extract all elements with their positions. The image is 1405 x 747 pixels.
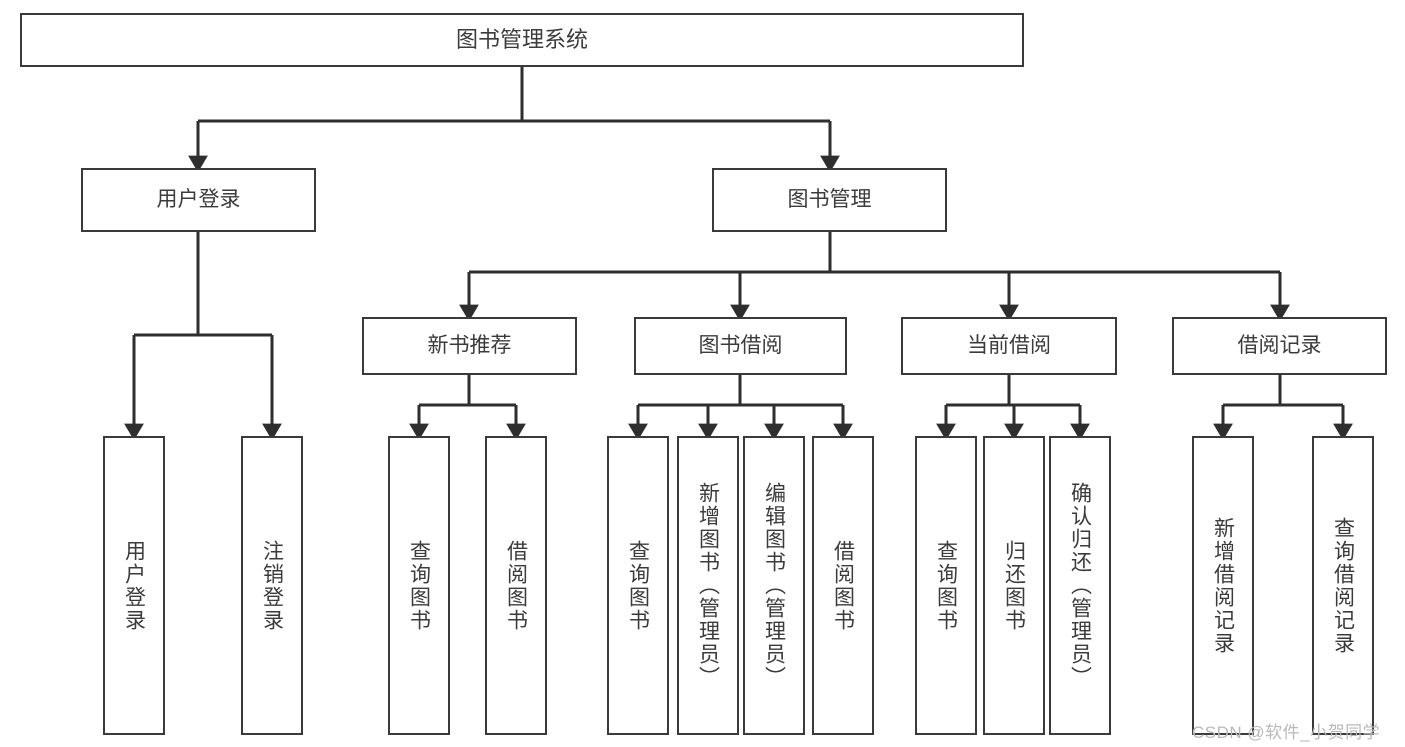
leaf-borrow-record-query[interactable]: 查询借阅记录 (1312, 436, 1374, 735)
node-book-borrow[interactable]: 图书借阅 (634, 317, 847, 375)
node-label: 借阅记录 (1237, 333, 1322, 357)
leaf-book-borrow-add[interactable]: 新增图书（管理员） (677, 436, 739, 735)
node-label: 查询借阅记录 (1331, 516, 1355, 655)
node-label: 查询图书 (626, 539, 650, 632)
leaf-borrow-record-add[interactable]: 新增借阅记录 (1192, 436, 1254, 735)
node-new-book-recommend[interactable]: 新书推荐 (362, 317, 577, 375)
leaf-current-borrow-return[interactable]: 归还图书 (983, 436, 1045, 735)
leaf-user-login-signin[interactable]: 用户登录 (103, 436, 165, 735)
leaf-new-book-borrow[interactable]: 借阅图书 (485, 436, 547, 735)
node-label: 新增借阅记录 (1211, 516, 1235, 655)
node-label: 图书管理系统 (455, 27, 588, 53)
leaf-book-borrow-edit[interactable]: 编辑图书（管理员） (743, 436, 805, 735)
node-book-management[interactable]: 图书管理 (712, 168, 947, 232)
node-label: 确认归还（管理员） (1068, 482, 1092, 689)
node-label: 新书推荐 (427, 333, 512, 357)
leaf-book-borrow-lend[interactable]: 借阅图书 (812, 436, 874, 735)
node-root-library-system[interactable]: 图书管理系统 (20, 13, 1024, 67)
watermark-csdn: CSDN @软件_小贺同学 (1192, 723, 1381, 742)
leaf-user-login-signout[interactable]: 注销登录 (241, 436, 303, 735)
node-label: 图书借阅 (698, 333, 783, 357)
node-label: 借阅图书 (504, 539, 528, 632)
leaf-book-borrow-query[interactable]: 查询图书 (607, 436, 669, 735)
node-label: 当前借阅 (967, 333, 1051, 357)
leaf-current-borrow-confirm-return[interactable]: 确认归还（管理员） (1049, 436, 1111, 735)
leaf-current-borrow-query[interactable]: 查询图书 (915, 436, 977, 735)
node-current-borrow[interactable]: 当前借阅 (901, 317, 1117, 375)
node-label: 注销登录 (260, 539, 284, 632)
node-label: 图书管理 (787, 187, 872, 211)
node-label: 查询图书 (407, 539, 431, 632)
node-user-login[interactable]: 用户登录 (81, 168, 316, 232)
node-label: 查询图书 (934, 539, 958, 632)
node-label: 借阅图书 (831, 539, 855, 632)
node-borrow-record[interactable]: 借阅记录 (1172, 317, 1387, 375)
node-label: 新增图书（管理员） (696, 482, 720, 689)
leaf-new-book-query[interactable]: 查询图书 (388, 436, 450, 735)
node-label: 归还图书 (1002, 539, 1026, 632)
node-label: 编辑图书（管理员） (762, 482, 786, 689)
node-label: 用户登录 (122, 539, 146, 632)
node-label: 用户登录 (156, 187, 241, 211)
